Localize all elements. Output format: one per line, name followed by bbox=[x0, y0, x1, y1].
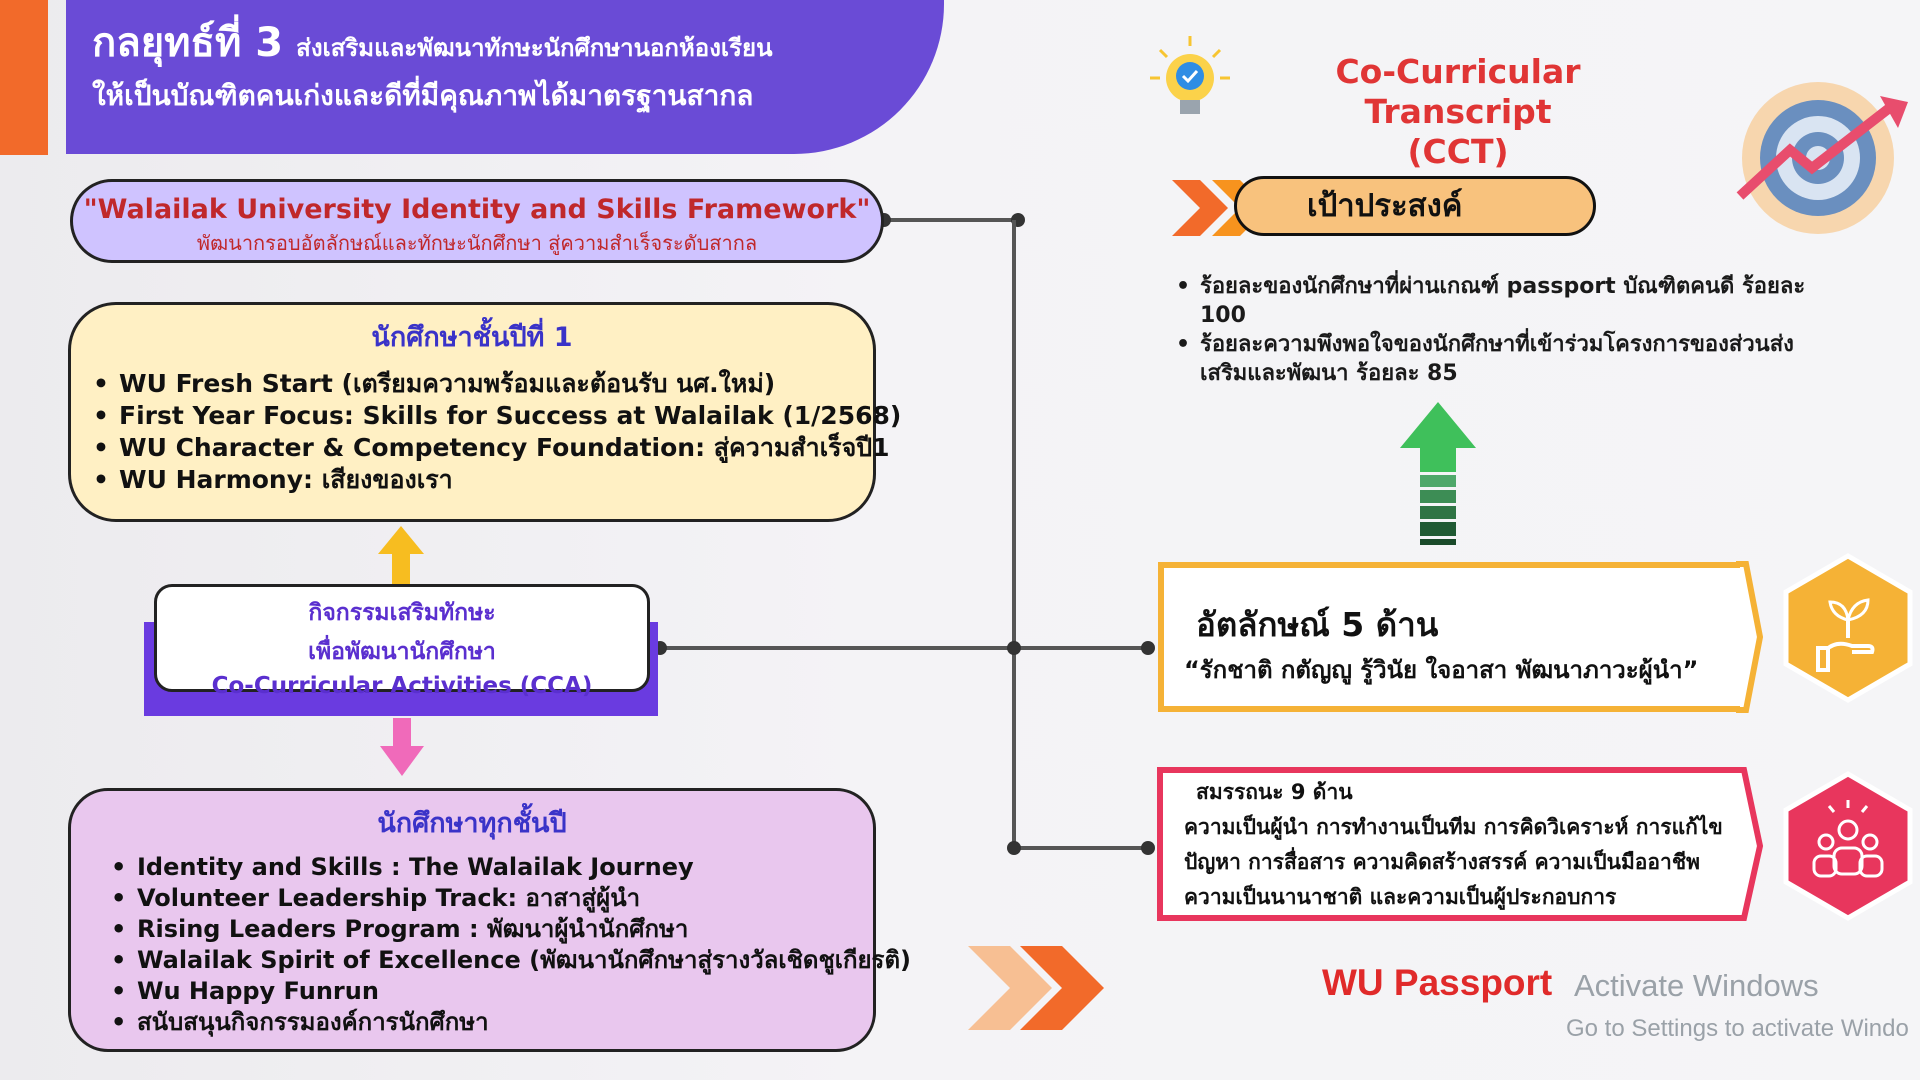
connector-dot bbox=[1141, 841, 1155, 855]
competency-box-outline bbox=[1157, 767, 1764, 921]
list-item: WU Character & Competency Foundation: สู… bbox=[93, 432, 890, 464]
list-item: Rising Leaders Program : พัฒนาผู้นำนักศึ… bbox=[111, 914, 873, 945]
hand-plant-icon bbox=[1783, 553, 1913, 703]
list-item: สนับสนุนกิจกรรมองค์การนักศึกษา bbox=[111, 1007, 873, 1038]
framework-subtitle: พัฒนากรอบอัตลักษณ์และทักษะนักศึกษา สู่คว… bbox=[196, 231, 758, 255]
header-line1: กลยุทธ์ที่ 3 ส่งเสริมและพัฒนาทักษะนักศึก… bbox=[92, 10, 772, 74]
arrow-down-pink bbox=[380, 718, 424, 776]
arrow-up-yellow bbox=[378, 526, 424, 584]
cct-title-line2: (CCT) bbox=[1407, 132, 1509, 171]
all-years-heading: นักศึกษาทุกชั้นปี bbox=[377, 808, 567, 839]
cct-title-line1: Co-Curricular Transcript bbox=[1335, 52, 1581, 131]
passport-chevron-icon bbox=[968, 946, 1104, 1030]
list-item: Wu Happy Funrun bbox=[111, 976, 873, 1007]
list-item: Volunteer Leadership Track: อาสาสู่ผู้นำ bbox=[111, 883, 873, 914]
arrow-up-green bbox=[1400, 402, 1476, 545]
all-years-list: Identity and Skills : The Walailak Journ… bbox=[71, 852, 911, 1038]
goal-item: ร้อยละความพึงพอใจของนักศึกษาที่เข้าร่วมโ… bbox=[1176, 330, 1820, 388]
cca-box: กิจกรรมเสริมทักษะ เพื่อพัฒนานักศึกษา Co-… bbox=[154, 584, 650, 699]
year1-heading: นักศึกษาชั้นปีที่ 1 bbox=[371, 322, 573, 353]
cca-line2: เพื่อพัฒนานักศึกษา bbox=[308, 639, 496, 665]
identity-box bbox=[1158, 562, 1740, 712]
list-item: WU Harmony: เสียงของเรา bbox=[93, 464, 873, 496]
header-subtitle-2: ให้เป็นบัณฑิตคนเก่งและดีที่มีคุณภาพได้มา… bbox=[92, 79, 754, 112]
goal-list: ร้อยละของนักศึกษาที่ผ่านเกณฑ์ passport บ… bbox=[1160, 272, 1820, 388]
connector-dot bbox=[1007, 641, 1021, 655]
lightbulb-check-icon bbox=[1150, 36, 1230, 114]
strategy-number: กลยุทธ์ที่ 3 bbox=[92, 20, 284, 66]
identity-subtitle: “รักชาติ กตัญญู รู้วินัย ใจอาสา พัฒนาภาว… bbox=[1184, 656, 1699, 684]
cct-title: Co-Curricular Transcript (CCT) bbox=[1248, 52, 1668, 172]
list-item: WU Fresh Start (เตรียมความพร้อมและต้อนรั… bbox=[93, 368, 873, 400]
identity-title: อัตลักษณ์ 5 ด้าน bbox=[1196, 605, 1439, 644]
list-item: Walailak Spirit of Excellence (พัฒนานักศ… bbox=[111, 945, 911, 976]
goal-item: ร้อยละของนักศึกษาที่ผ่านเกณฑ์ passport บ… bbox=[1176, 272, 1820, 330]
all-years-box: นักศึกษาทุกชั้นปี Identity and Skills : … bbox=[68, 788, 911, 1052]
connector-dot bbox=[1141, 641, 1155, 655]
list-item: First Year Focus: Skills for Success at … bbox=[93, 400, 901, 432]
framework-title: "Walailak University Identity and Skills… bbox=[83, 194, 871, 225]
identity-box-edge bbox=[1736, 561, 1764, 713]
cca-line1: กิจกรรมเสริมทักษะ bbox=[308, 600, 496, 626]
wu-passport-label: WU Passport bbox=[1322, 962, 1553, 1003]
accent-strip bbox=[0, 0, 48, 155]
windows-watermark-line1: Activate Windows bbox=[1574, 968, 1819, 1003]
team-people-icon bbox=[1783, 771, 1913, 921]
header-subtitle-1: ส่งเสริมและพัฒนาทักษะนักศึกษานอกห้องเรีย… bbox=[296, 34, 773, 62]
goal-pill: เป้าประสงค์ bbox=[1234, 176, 1596, 236]
windows-watermark-line2: Go to Settings to activate Windo bbox=[1566, 1015, 1909, 1042]
competency-text: ความเป็นผู้นำ การทำงานเป็นทีม การคิดวิเค… bbox=[1184, 815, 1723, 909]
list-item: Identity and Skills : The Walailak Journ… bbox=[111, 852, 873, 883]
framework-box: "Walailak University Identity and Skills… bbox=[70, 179, 884, 263]
year1-list: WU Fresh Start (เตรียมความพร้อมและต้อนรั… bbox=[71, 368, 901, 496]
competency-title: สมรรถนะ 9 ด้าน bbox=[1196, 780, 1353, 804]
strategy-header: กลยุทธ์ที่ 3 ส่งเสริมและพัฒนาทักษะนักศึก… bbox=[66, 0, 944, 154]
connector-dot bbox=[1007, 841, 1021, 855]
target-growth-icon bbox=[1736, 82, 1908, 234]
year1-box: นักศึกษาชั้นปีที่ 1 WU Fresh Start (เตรี… bbox=[68, 302, 901, 522]
cca-line3: Co-Curricular Activities (CCA) bbox=[211, 673, 593, 699]
